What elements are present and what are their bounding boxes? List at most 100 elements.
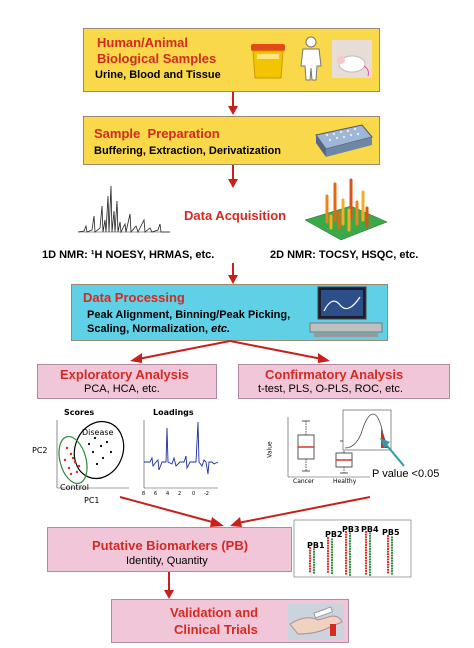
biomarker-dot — [312, 571, 316, 574]
biomarker-dot — [386, 545, 390, 548]
biomarker-dot — [348, 550, 352, 553]
processing-line2-b: etc. — [211, 323, 231, 335]
biomarker-dot — [364, 530, 368, 534]
biomarker-plot — [293, 519, 412, 578]
biomarker-dot — [344, 556, 348, 560]
acquisition-title: Data Acquisition — [184, 208, 287, 223]
biomarker-dot — [312, 558, 316, 561]
biomarker-dot — [330, 561, 334, 564]
biomarker-dot — [330, 556, 334, 559]
biomarker-dot — [364, 554, 368, 557]
nmr-2d-spectrum — [304, 178, 388, 241]
biomarker-dot — [364, 549, 368, 552]
biomarker-dot — [330, 553, 334, 556]
biomarker-dot — [390, 564, 394, 567]
biomarker-dot — [368, 542, 372, 545]
biomarker-dot — [330, 543, 334, 546]
human-body-image — [300, 36, 322, 81]
biomarker-dot — [368, 547, 372, 550]
arrow-prep-to-acquisition — [228, 165, 238, 188]
scores-plot — [56, 420, 129, 489]
biomarker-dot — [386, 542, 390, 545]
biomarker-dot — [364, 538, 368, 541]
biomarker-dot — [344, 530, 348, 534]
pb1-label: PB1 — [307, 541, 325, 550]
biomarker-dot — [348, 566, 352, 569]
biomarker-dot — [344, 551, 348, 554]
biomarker-dot — [386, 558, 390, 561]
biomarkers-subtitle: Identity, Quantity — [126, 555, 208, 567]
biomarker-dot — [386, 534, 390, 538]
biomarker-dot — [330, 548, 334, 551]
biomarker-dot — [368, 563, 372, 566]
validation-title-line2: Clinical Trials — [174, 622, 258, 637]
nmr-2d-label: 2D NMR: TOCSY, HSQC, etc. — [270, 249, 419, 261]
svg-text:-2: -2 — [204, 491, 209, 497]
biomarker-dot — [348, 571, 352, 574]
processing-title: Data Processing — [83, 290, 185, 305]
biomarker-dot — [364, 564, 368, 567]
pb5-label: PB5 — [382, 528, 400, 537]
computer-image — [309, 286, 383, 337]
boxplot-ylabel: Value — [266, 441, 274, 458]
biomarker-dot — [390, 549, 394, 552]
biomarker-dot — [326, 547, 330, 550]
svg-text:2: 2 — [178, 491, 181, 497]
biomarker-dot — [348, 532, 352, 535]
biomarker-dot — [390, 541, 394, 544]
confirmatory-title: Confirmatory Analysis — [265, 367, 404, 382]
biomarker-dot — [326, 542, 330, 545]
biomarker-dot — [386, 555, 390, 558]
biomarker-dot — [308, 552, 312, 555]
biomarker-dot — [330, 546, 334, 549]
pb3-label: PB3 — [342, 525, 360, 534]
biomarker-dot — [308, 546, 312, 550]
preparation-subtitle: Buffering, Extraction, Derivatization — [94, 145, 282, 157]
biomarker-dot — [368, 550, 372, 553]
exploratory-subtitle: PCA, HCA, etc. — [84, 383, 160, 395]
biomarker-dot — [390, 562, 394, 565]
biomarker-dot — [368, 568, 372, 571]
biomarker-dot — [312, 561, 316, 564]
box-plot — [287, 417, 370, 478]
biomarker-dot — [364, 546, 368, 549]
biomarker-dot — [390, 554, 394, 557]
biomarker-dot — [368, 560, 372, 563]
arrow-acquisition-to-processing — [228, 263, 238, 284]
processing-line2-a: Scaling, Normalization, — [87, 323, 212, 335]
biomarker-dot — [348, 563, 352, 566]
svg-text:8: 8 — [142, 491, 145, 497]
biomarker-dot — [386, 571, 390, 574]
scores-title: Scores — [64, 408, 95, 417]
biomarker-dot — [344, 533, 348, 536]
svg-text:0: 0 — [192, 491, 195, 497]
biomarker-dot — [390, 572, 394, 575]
biomarker-dot — [368, 532, 372, 535]
urine-cup-image — [251, 44, 285, 79]
biomarker-dot — [344, 538, 348, 541]
biomarker-dot — [344, 554, 348, 557]
biomarker-dot — [348, 534, 352, 537]
biomarker-dot — [330, 566, 334, 569]
biomarker-dot — [348, 537, 352, 540]
biomarker-dot — [348, 573, 352, 576]
biomarker-dot — [348, 553, 352, 556]
biomarker-dot — [368, 571, 372, 574]
svg-text:4: 4 — [166, 491, 169, 497]
biomarker-dot — [368, 534, 372, 537]
biomarker-dot — [326, 552, 330, 555]
biomarker-dot — [326, 560, 330, 563]
biomarker-dot — [386, 560, 390, 564]
biomarker-dot — [330, 538, 334, 541]
biomarker-dot — [390, 559, 394, 562]
biomarker-dot — [312, 553, 316, 556]
biomarker-dot — [330, 551, 334, 554]
biomarker-dot — [368, 558, 372, 561]
biomarker-dot — [344, 562, 348, 565]
biomarker-dot — [348, 542, 352, 545]
biomarker-dot — [344, 572, 348, 575]
pvalue-arrow — [380, 438, 405, 467]
biomarker-dot — [390, 544, 394, 547]
biomarker-dot — [368, 553, 372, 556]
